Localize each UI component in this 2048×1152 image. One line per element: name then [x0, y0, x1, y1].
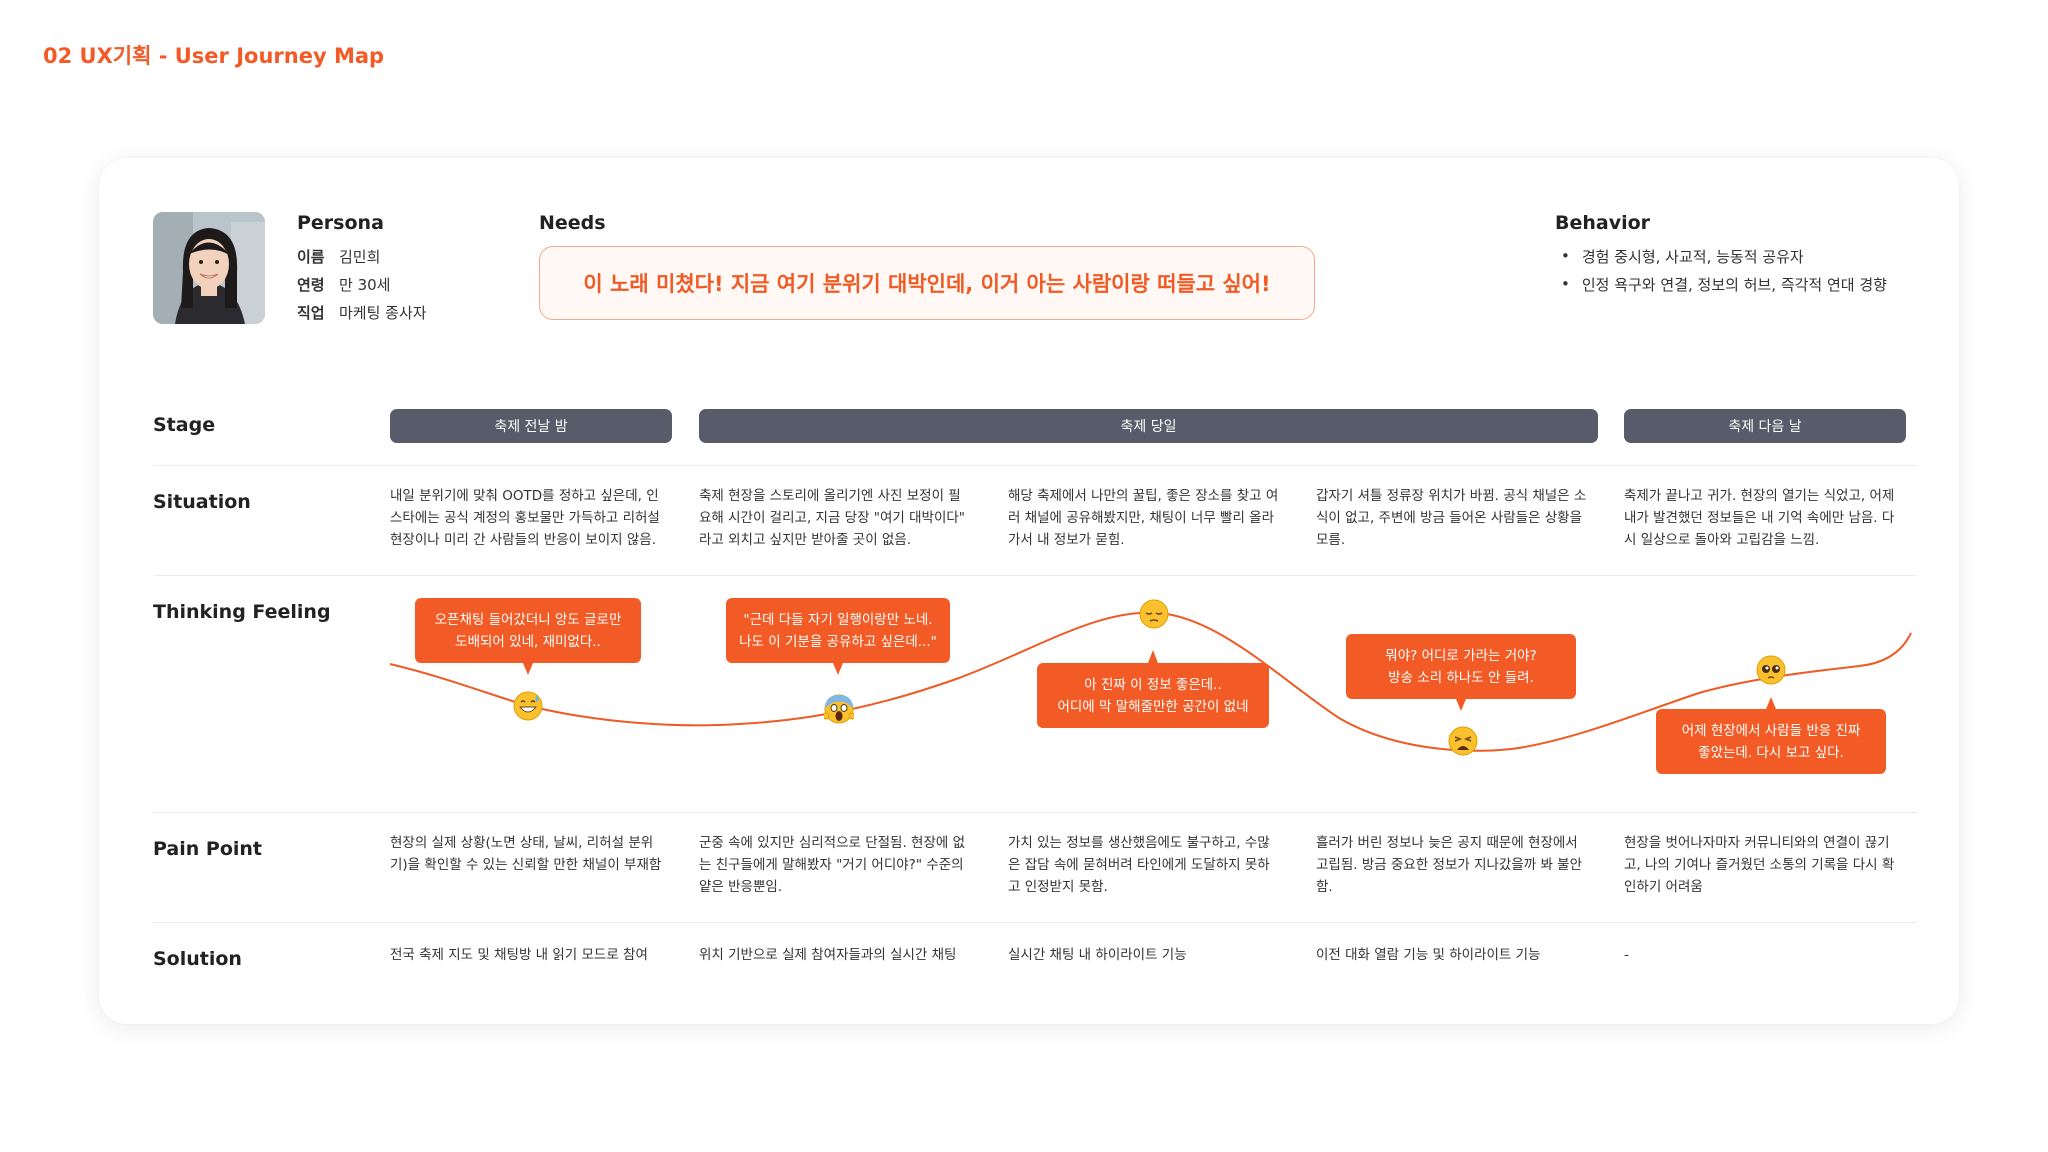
solution-cell: 이전 대화 열람 기능 및 하이라이트 기능 — [1316, 944, 1598, 966]
page-title: 02 UX기획 - User Journey Map — [43, 40, 384, 70]
solution-cell: 전국 축제 지도 및 채팅방 내 읽기 모드로 참여 — [390, 944, 672, 966]
screaming-emoji-icon — [824, 694, 854, 724]
solution-cell: - — [1624, 944, 1906, 966]
feeling-bubble: 뭐야? 어디로 가라는 거야?방송 소리 하나도 안 들려. — [1346, 634, 1576, 699]
weary-emoji-icon — [1448, 726, 1478, 756]
feeling-bubble: 아 진짜 이 정보 좋은데..어디에 막 말해줄만한 공간이 없네 — [1037, 663, 1269, 728]
feeling-bubble: "근데 다들 자기 일행이랑만 노네.나도 이 기분을 공유하고 싶은데..." — [726, 598, 950, 663]
solution-cell: 실시간 채팅 내 하이라이트 기능 — [1008, 944, 1290, 966]
pensive-emoji-icon — [1139, 599, 1169, 629]
grinning-sweat-emoji-icon — [513, 691, 543, 721]
solution-cell: 위치 기반으로 실제 참여자들과의 실시간 채팅 — [699, 944, 981, 966]
pleading-emoji-icon — [1756, 655, 1786, 685]
